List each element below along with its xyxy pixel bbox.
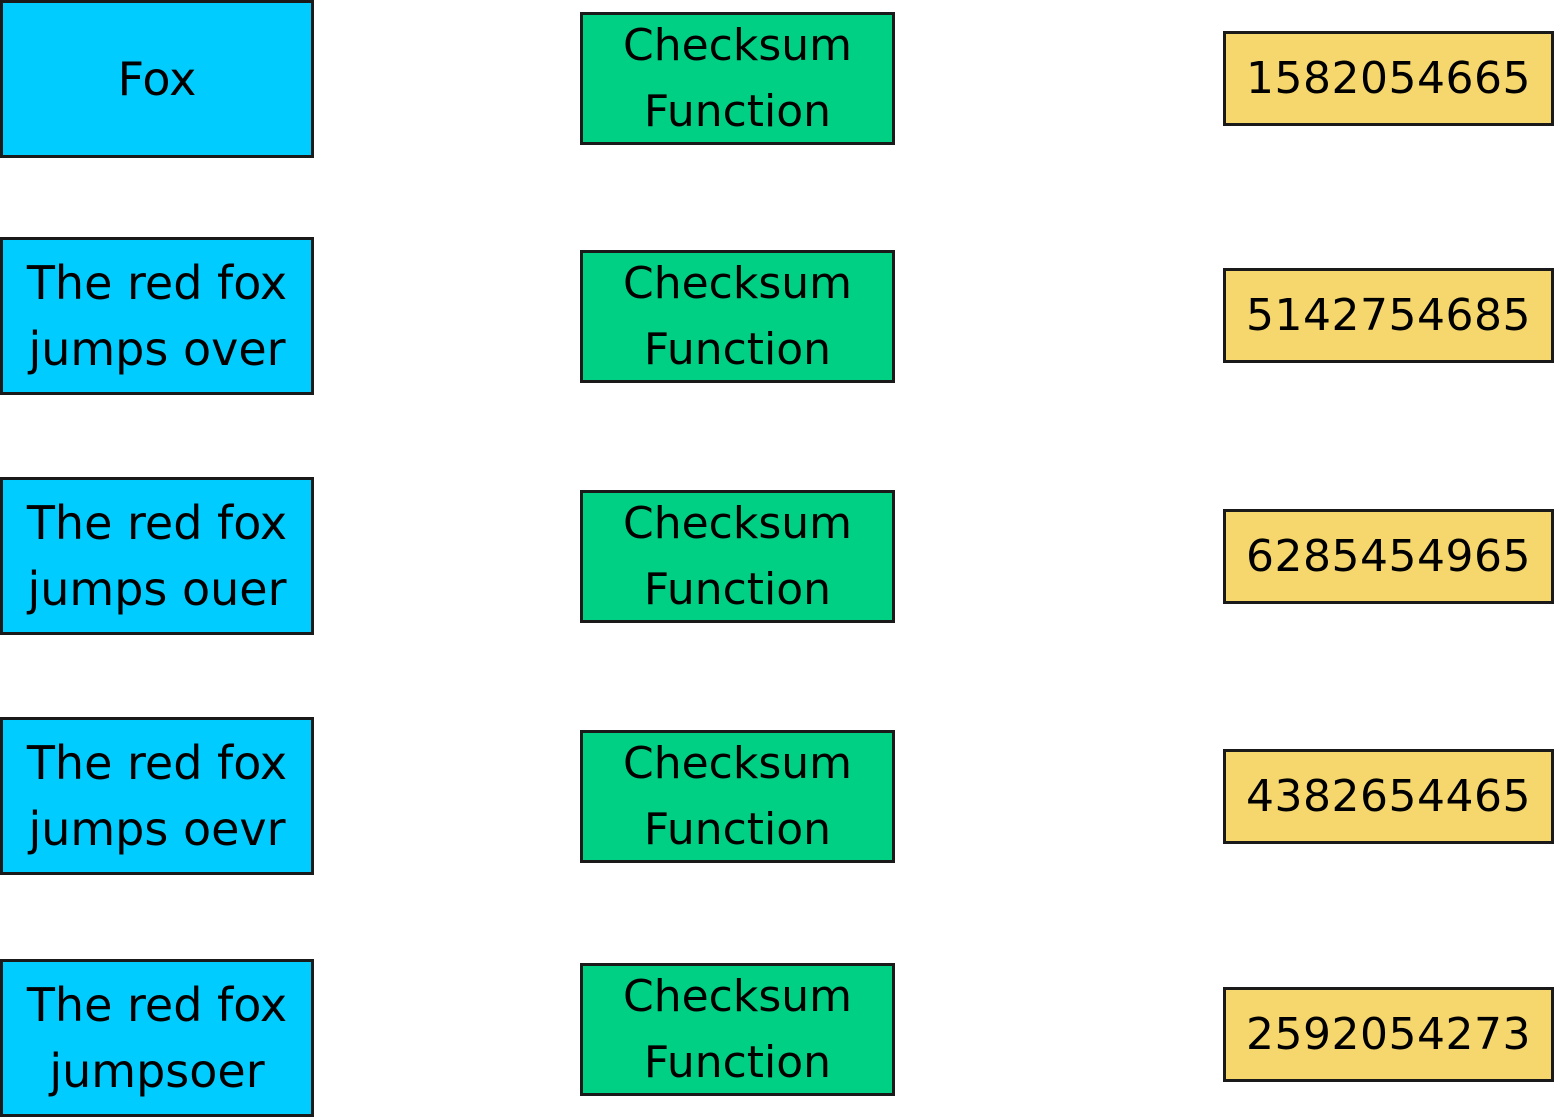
- checksum-value: 4382654465: [1246, 771, 1531, 822]
- input-text-box-4: The red fox jumps oevr: [0, 717, 314, 875]
- checksum-output-box-3: 6285454965: [1223, 509, 1554, 604]
- input-text-box-1: Fox: [0, 0, 314, 158]
- checksum-function-box-5: Checksum Function: [580, 963, 895, 1096]
- checksum-output-box-2: 5142754685: [1223, 268, 1554, 363]
- function-label-line-1: Checksum: [622, 737, 853, 789]
- input-text-line-1: The red fox: [26, 736, 288, 790]
- function-label-line-1: Checksum: [622, 19, 853, 71]
- function-label-line-2: Function: [643, 563, 832, 615]
- input-text-line-2: jumpsoer: [49, 1044, 265, 1098]
- input-text-box-5: The red fox jumpsoer: [0, 959, 314, 1117]
- checksum-function-box-4: Checksum Function: [580, 730, 895, 863]
- checksum-value: 1582054665: [1246, 53, 1531, 104]
- function-label-line-2: Function: [643, 1036, 832, 1088]
- input-text-line-2: jumps over: [28, 322, 286, 376]
- input-text-line: Fox: [117, 52, 197, 106]
- checksum-function-box-1: Checksum Function: [580, 12, 895, 145]
- checksum-function-box-3: Checksum Function: [580, 490, 895, 623]
- function-label-line-1: Checksum: [622, 257, 853, 309]
- checksum-output-box-1: 1582054665: [1223, 31, 1554, 126]
- checksum-value: 6285454965: [1246, 531, 1531, 582]
- input-text-line-2: jumps oevr: [28, 802, 286, 856]
- function-label-line-2: Function: [643, 803, 832, 855]
- checksum-value: 2592054273: [1246, 1009, 1531, 1060]
- input-text-line-1: The red fox: [26, 978, 288, 1032]
- checksum-output-box-5: 2592054273: [1223, 987, 1554, 1082]
- function-label-line-2: Function: [643, 85, 832, 137]
- input-text-box-3: The red fox jumps ouer: [0, 477, 314, 635]
- input-text-box-2: The red fox jumps over: [0, 237, 314, 395]
- checksum-function-box-2: Checksum Function: [580, 250, 895, 383]
- input-text-line-2: jumps ouer: [27, 562, 287, 616]
- checksum-value: 5142754685: [1246, 290, 1531, 341]
- input-text-line-1: The red fox: [26, 256, 288, 310]
- function-label-line-2: Function: [643, 323, 832, 375]
- function-label-line-1: Checksum: [622, 497, 853, 549]
- checksum-output-box-4: 4382654465: [1223, 749, 1554, 844]
- function-label-line-1: Checksum: [622, 970, 853, 1022]
- input-text-line-1: The red fox: [26, 496, 288, 550]
